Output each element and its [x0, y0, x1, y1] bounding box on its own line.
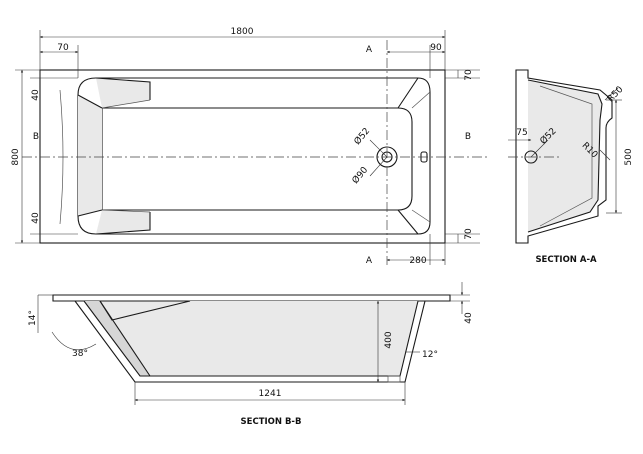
overflow-hole: [524, 150, 538, 164]
dim-radius-top: R50: [606, 85, 626, 105]
section-bb-caption: SECTION B-B: [241, 417, 302, 427]
dim-base-length: 1241: [259, 389, 282, 399]
dim-section-bb-depth: 400: [384, 331, 394, 348]
section-a-top-label: A: [366, 45, 373, 55]
dim-rim-bottom: 40: [31, 212, 41, 224]
section-bb: 14° 38° 12° 400 40 1241 SECTION B-B: [28, 282, 474, 427]
section-bb-rim: [52, 294, 451, 302]
section-aa: 75 Ø52 R50 R10 500 SECTION A-A: [508, 69, 634, 265]
dim-rim-right-bottom: 70: [464, 228, 474, 240]
dim-rim-top: 40: [31, 89, 41, 101]
dim-waste-position: 280: [409, 256, 426, 266]
dim-section-aa-depth: 500: [624, 148, 634, 165]
dim-waste-dia-2: Ø90: [350, 165, 371, 186]
dim-end-angle: 12°: [422, 350, 438, 360]
dim-width: 800: [11, 148, 21, 165]
section-b-right-label: B: [465, 132, 471, 142]
section-aa-caption: SECTION A-A: [535, 255, 597, 265]
dim-rim-right-top: 70: [464, 69, 474, 81]
section-b-left-label: B: [33, 132, 39, 142]
dim-back-angle: 38°: [72, 349, 88, 359]
dim-overflow-offset: 75: [516, 128, 527, 138]
backrest-shading: [78, 95, 102, 216]
section-bb-body: [74, 300, 426, 383]
dim-end-offset-right: 90: [430, 43, 442, 53]
dim-end-offset-left: 70: [57, 43, 69, 53]
bath-outer-rim: [39, 69, 446, 244]
section-aa-profile: [515, 69, 613, 244]
dim-rim-angle: 14°: [28, 310, 38, 326]
dim-waste-dia-1: Ø52: [352, 126, 372, 147]
plan-view: 1800 70 90 A 800 40 40 B B 70 70 280 A Ø…: [11, 27, 490, 266]
dim-overall-length: 1800: [231, 27, 254, 37]
dim-rim-thickness: 40: [464, 312, 474, 324]
bath-basin-floor: [101, 107, 413, 211]
section-a-bottom-label: A: [366, 256, 373, 266]
